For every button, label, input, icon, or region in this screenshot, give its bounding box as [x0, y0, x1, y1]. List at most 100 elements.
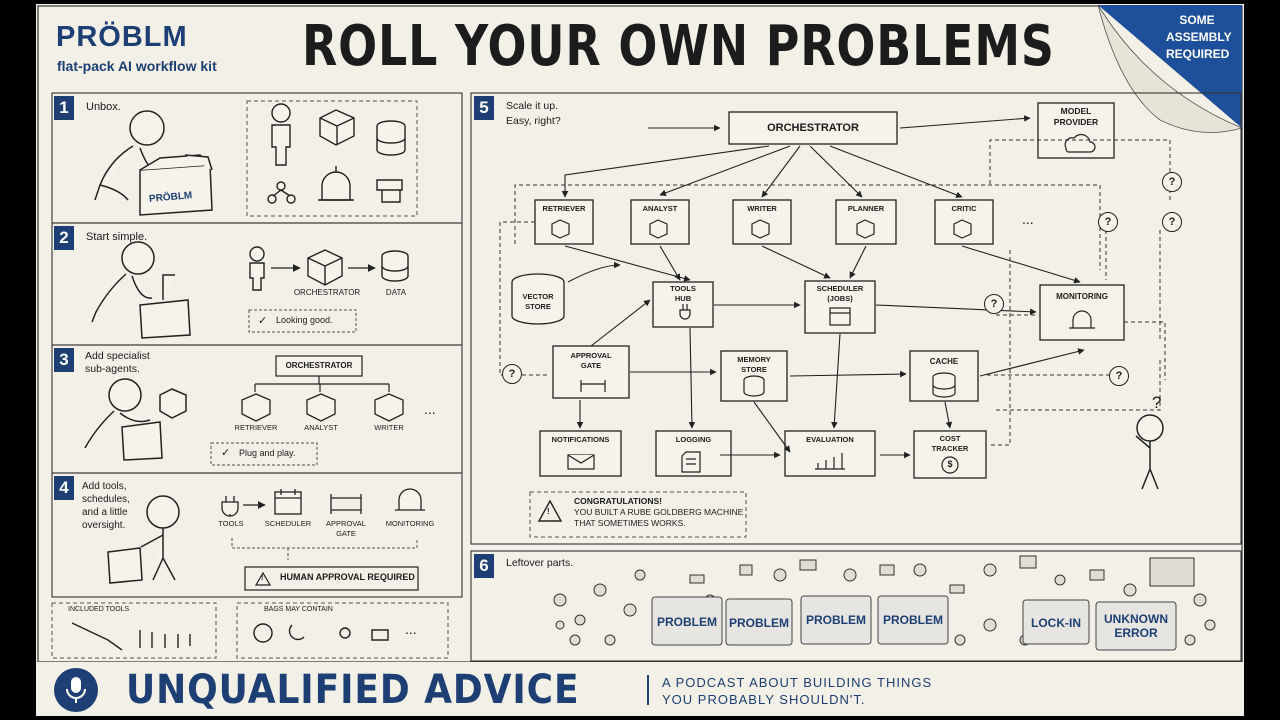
notifications-label: NOTIFICATIONS: [551, 435, 610, 444]
step-3-writer-label: WRITER: [374, 423, 404, 432]
vector-store-line-2: STORE: [525, 302, 551, 311]
parts-icons: [267, 103, 406, 204]
cost-tracker-line-2: TRACKER: [931, 444, 969, 453]
model-provider-line-2: PROVIDER: [1053, 117, 1099, 127]
step-3-check-icon: ✓: [221, 447, 231, 459]
included-tools-label: INCLUDED TOOLS: [68, 606, 130, 613]
bags-contain-label: BAGS MAY CONTAIN: [264, 606, 333, 613]
bags-ellipsis: ...: [405, 621, 417, 637]
corner-badge: [1097, 4, 1244, 133]
panel-5-frame: [470, 92, 1242, 545]
included-tools-box: [51, 602, 217, 659]
bag-unknown-line-2: ERROR: [1114, 626, 1158, 640]
corner-badge-line-1: SOME: [1179, 13, 1215, 27]
step-3-ellipsis: ...: [424, 401, 436, 417]
congrats-line-2: YOU BUILT A RUBE GOLDBERG MACHINE: [574, 507, 744, 517]
agent-icons: [241, 393, 404, 422]
specialists-figure: [84, 378, 187, 461]
vector-store-line-1: VECTOR: [522, 292, 554, 301]
brand-name: PRÖBLM: [56, 21, 188, 53]
agent-analyst: ANALYST: [642, 204, 678, 213]
question-bubble: ?: [502, 364, 522, 384]
diagram-orchestrator: ORCHESTRATOR: [767, 122, 859, 134]
bag-problem-2: PROBLEM: [729, 616, 789, 630]
confused-figure: [1135, 414, 1164, 490]
congrats-line-1: CONGRATULATIONS!: [574, 496, 662, 506]
question-bubble: ?: [1109, 366, 1129, 386]
footer-title: UNQUALIFIED ADVICE: [126, 667, 580, 713]
unbox-figure: [94, 110, 213, 216]
step-1-title: Unbox.: [86, 101, 121, 113]
footer-line-1: A PODCAST ABOUT BUILDING THINGS: [662, 675, 933, 690]
scheduler-line-1: SCHEDULER: [816, 284, 864, 293]
question-bubble: ?: [1098, 212, 1118, 232]
memory-store-line-1: MEMORY: [737, 355, 771, 364]
congrats-box: [529, 491, 747, 538]
step-6-title: Leftover parts.: [506, 557, 574, 569]
step-4-monitoring-label: MONITORING: [385, 519, 435, 528]
corner-badge-line-2: ASSEMBLY: [1166, 30, 1232, 44]
agents-ellipsis: ...: [1022, 211, 1034, 227]
cost-tracker-line-1: COST: [939, 434, 961, 443]
step-4-approval-label: APPROVAL: [326, 519, 366, 528]
question-bubble: ?: [1162, 212, 1182, 232]
page-title: ROLL YOUR OWN PROBLEMS: [302, 14, 1055, 79]
congrats-line-3: THAT SOMETIMES WORKS.: [574, 518, 686, 528]
cache-label: CACHE: [929, 357, 959, 366]
step-2-check-text: Looking good.: [276, 315, 333, 325]
step-3-title-line-1: Add specialist: [85, 350, 150, 362]
step-6-number: 6: [474, 554, 494, 578]
tools-hub-line-1: TOOLS: [670, 284, 696, 293]
scheduler-line-2: (JOBS): [827, 294, 853, 303]
step-4-warning-icon: !: [261, 575, 264, 582]
tools-icons: [71, 622, 389, 651]
start-simple-icons: [249, 246, 409, 291]
step-2-check-icon: ✓: [258, 315, 268, 327]
step-4-number: 4: [54, 476, 74, 500]
bag-problem-1: PROBLEM: [657, 615, 717, 629]
agent-retriever: RETRIEVER: [542, 204, 586, 213]
step-1-number: 1: [54, 96, 74, 120]
diagram-arrows: [561, 115, 1085, 459]
step-4-title-line-3: and a little: [82, 507, 128, 518]
step-3-number: 3: [54, 348, 74, 372]
step-3-check-text: Plug and play.: [239, 448, 296, 458]
step-4-warning-text: HUMAN APPROVAL REQUIRED: [280, 572, 415, 582]
step-3-retriever-label: RETRIEVER: [234, 423, 278, 432]
approval-gate-line-2: GATE: [580, 361, 602, 370]
memory-store-line-2: STORE: [741, 365, 767, 374]
diagram-icons: [551, 133, 1096, 474]
step-5-number: 5: [474, 96, 494, 120]
step-2-number: 2: [54, 226, 74, 250]
tools-hub-line-2: HUB: [674, 294, 692, 303]
step-4-title-line-4: oversight.: [82, 520, 126, 531]
bag-problem-3: PROBLEM: [806, 613, 866, 627]
start-simple-figure: [91, 241, 191, 339]
footer-line-2: YOU PROBABLY SHOULDN'T.: [662, 692, 866, 707]
oversight-icons: [221, 488, 425, 517]
monitoring-label: MONITORING: [1056, 292, 1108, 301]
agent-critic: CRITIC: [951, 204, 977, 213]
step-4-title-line-2: schedules,: [82, 494, 130, 505]
approval-gate-line-1: APPROVAL: [570, 351, 612, 360]
step-2-orchestrator-label: ORCHESTRATOR: [293, 288, 361, 297]
question-bubble: ?: [1162, 172, 1182, 192]
agent-writer: WRITER: [747, 204, 777, 213]
step-4-gate-label: GATE: [336, 529, 356, 538]
evaluation-label: EVALUATION: [806, 435, 854, 444]
logging-label: LOGGING: [675, 435, 712, 444]
bag-problem-4: PROBLEM: [883, 613, 943, 627]
question-bubble: ?: [984, 294, 1004, 314]
step-4-title-line-1: Add tools,: [82, 481, 127, 492]
step-2-data-label: DATA: [385, 288, 407, 297]
corner-badge-line-3: REQUIRED: [1166, 47, 1230, 61]
dollar-icon: $: [947, 459, 953, 469]
part-bags: [651, 595, 1177, 651]
panel-6-frame: [470, 550, 1242, 662]
step-3-title-line-2: sub-agents.: [85, 363, 140, 375]
step-3-orchestrator-label: ORCHESTRATOR: [285, 361, 353, 370]
step-5-title-line-1: Scale it up.: [506, 100, 558, 112]
bags-contain-box: [236, 602, 449, 659]
